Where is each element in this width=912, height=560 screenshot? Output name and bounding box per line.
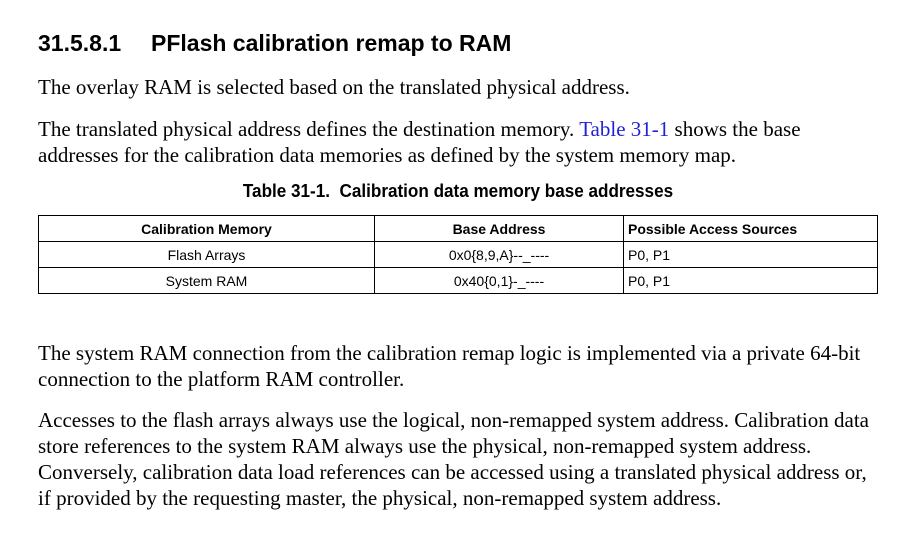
- column-header-access-sources: Possible Access Sources: [623, 215, 878, 242]
- cell-base-address: 0x0{8,9,A}--_----: [374, 241, 624, 268]
- column-header-calibration-memory: Calibration Memory: [38, 215, 375, 242]
- section-number: 31.5.8.1: [38, 30, 122, 56]
- cell-access-sources: P0, P1: [623, 267, 878, 294]
- column-header-base-address: Base Address: [374, 215, 624, 242]
- cell-base-address: 0x40{0,1}-_----: [374, 267, 624, 294]
- table-caption: Table 31-1. Calibration data memory base…: [242, 181, 674, 201]
- section-heading: 31.5.8.1 PFlash calibration remap to RAM: [38, 30, 511, 57]
- cell-calibration-memory: System RAM: [38, 267, 375, 294]
- section-title: PFlash calibration remap to RAM: [151, 30, 512, 56]
- paragraph-system-ram-connection: The system RAM connection from the calib…: [38, 341, 861, 391]
- cell-access-sources: P0, P1: [623, 241, 878, 268]
- paragraph-text: shows the base addresses for the calibra…: [38, 117, 801, 167]
- calibration-memory-table: Calibration Memory Base Address Possible…: [38, 215, 878, 294]
- paragraph-flash-access: Accesses to the flash arrays always use …: [38, 408, 869, 510]
- paragraph-text: The translated physical address defines …: [38, 117, 580, 141]
- table-row: Flash Arrays 0x0{8,9,A}--_---- P0, P1: [38, 241, 878, 268]
- cell-calibration-memory: Flash Arrays: [38, 241, 375, 268]
- table-31-1-link[interactable]: Table 31-1: [579, 117, 670, 141]
- paragraph-translated-address: The translated physical address defines …: [38, 116, 878, 168]
- table-header-row: Calibration Memory Base Address Possible…: [38, 215, 878, 242]
- paragraph-overlay-ram: The overlay RAM is selected based on the…: [38, 75, 630, 99]
- table-row: System RAM 0x40{0,1}-_---- P0, P1: [38, 267, 878, 294]
